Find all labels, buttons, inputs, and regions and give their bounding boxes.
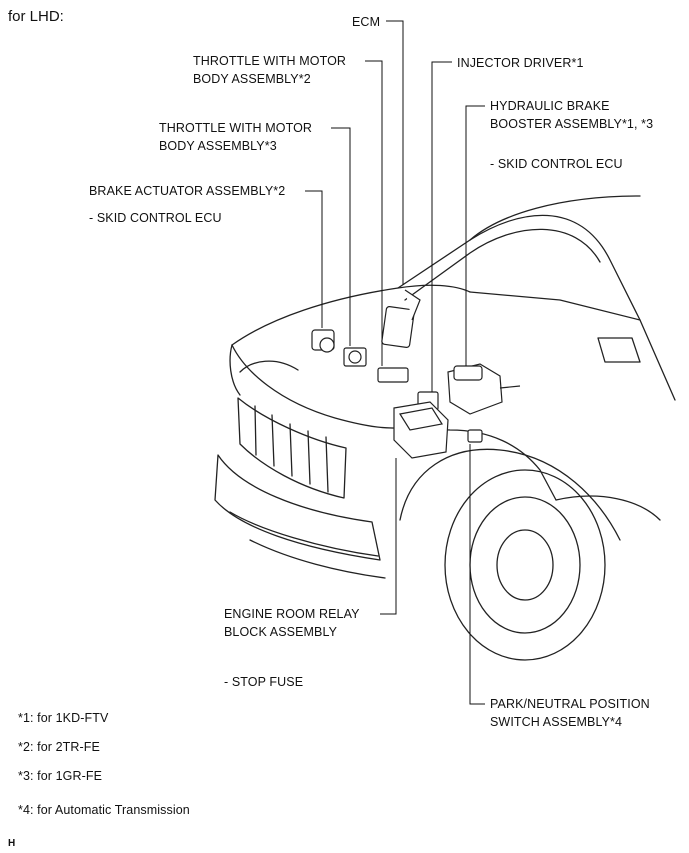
brake-actuator-reservoir	[319, 337, 335, 353]
note-4: *4: for Automatic Transmission	[18, 803, 190, 817]
park-neutral-label-line1: PARK/NEUTRAL POSITION	[490, 697, 650, 711]
note-2: *2: for 2TR-FE	[18, 740, 100, 754]
relay-block-label-line1: ENGINE ROOM RELAY	[224, 607, 360, 621]
component-parts	[311, 289, 521, 459]
relay-block-cover	[399, 407, 443, 431]
page-title: for LHD:	[8, 8, 64, 25]
ecm-label: ECM	[352, 15, 381, 29]
throttle-3-label-line2: BODY ASSEMBLY*3	[159, 139, 277, 153]
note-3: *3: for 1GR-FE	[18, 769, 103, 783]
throttle-3-bore	[348, 350, 362, 364]
hydraulic-brake-sub-label: - SKID CONTROL ECU	[490, 157, 623, 171]
injector-driver-label: INJECTOR DRIVER*1	[457, 56, 584, 70]
vehicle-outline	[214, 195, 676, 661]
ecm-part	[381, 306, 415, 348]
throttle-2-part	[377, 367, 409, 383]
throttle-2-label-line2: BODY ASSEMBLY*2	[193, 72, 311, 86]
note-1: *1: for 1KD-FTV	[18, 711, 109, 725]
brake-actuator-label: BRAKE ACTUATOR ASSEMBLY*2	[89, 184, 286, 198]
figure-mark: H	[8, 838, 16, 849]
park-neutral-label-line2: SWITCH ASSEMBLY*4	[490, 715, 623, 729]
throttle-3-label-line1: THROTTLE WITH MOTOR	[159, 121, 313, 135]
leader-lines	[305, 20, 485, 705]
relay-block-label-line2: BLOCK ASSEMBLY	[224, 625, 338, 639]
booster-rod	[499, 385, 521, 389]
hydraulic-brake-label-line2: BOOSTER ASSEMBLY*1, *3	[490, 117, 654, 131]
throttle-2-label-line1: THROTTLE WITH MOTOR	[193, 54, 347, 68]
park-neutral-switch-part	[467, 429, 483, 443]
ecm-bracket	[404, 289, 421, 321]
brake-actuator-sub-label: - SKID CONTROL ECU	[89, 211, 222, 225]
hydraulic-brake-label-line1: HYDRAULIC BRAKE	[490, 99, 610, 113]
booster-reservoir	[453, 365, 483, 381]
relay-block-sub-label: - STOP FUSE	[224, 675, 304, 689]
